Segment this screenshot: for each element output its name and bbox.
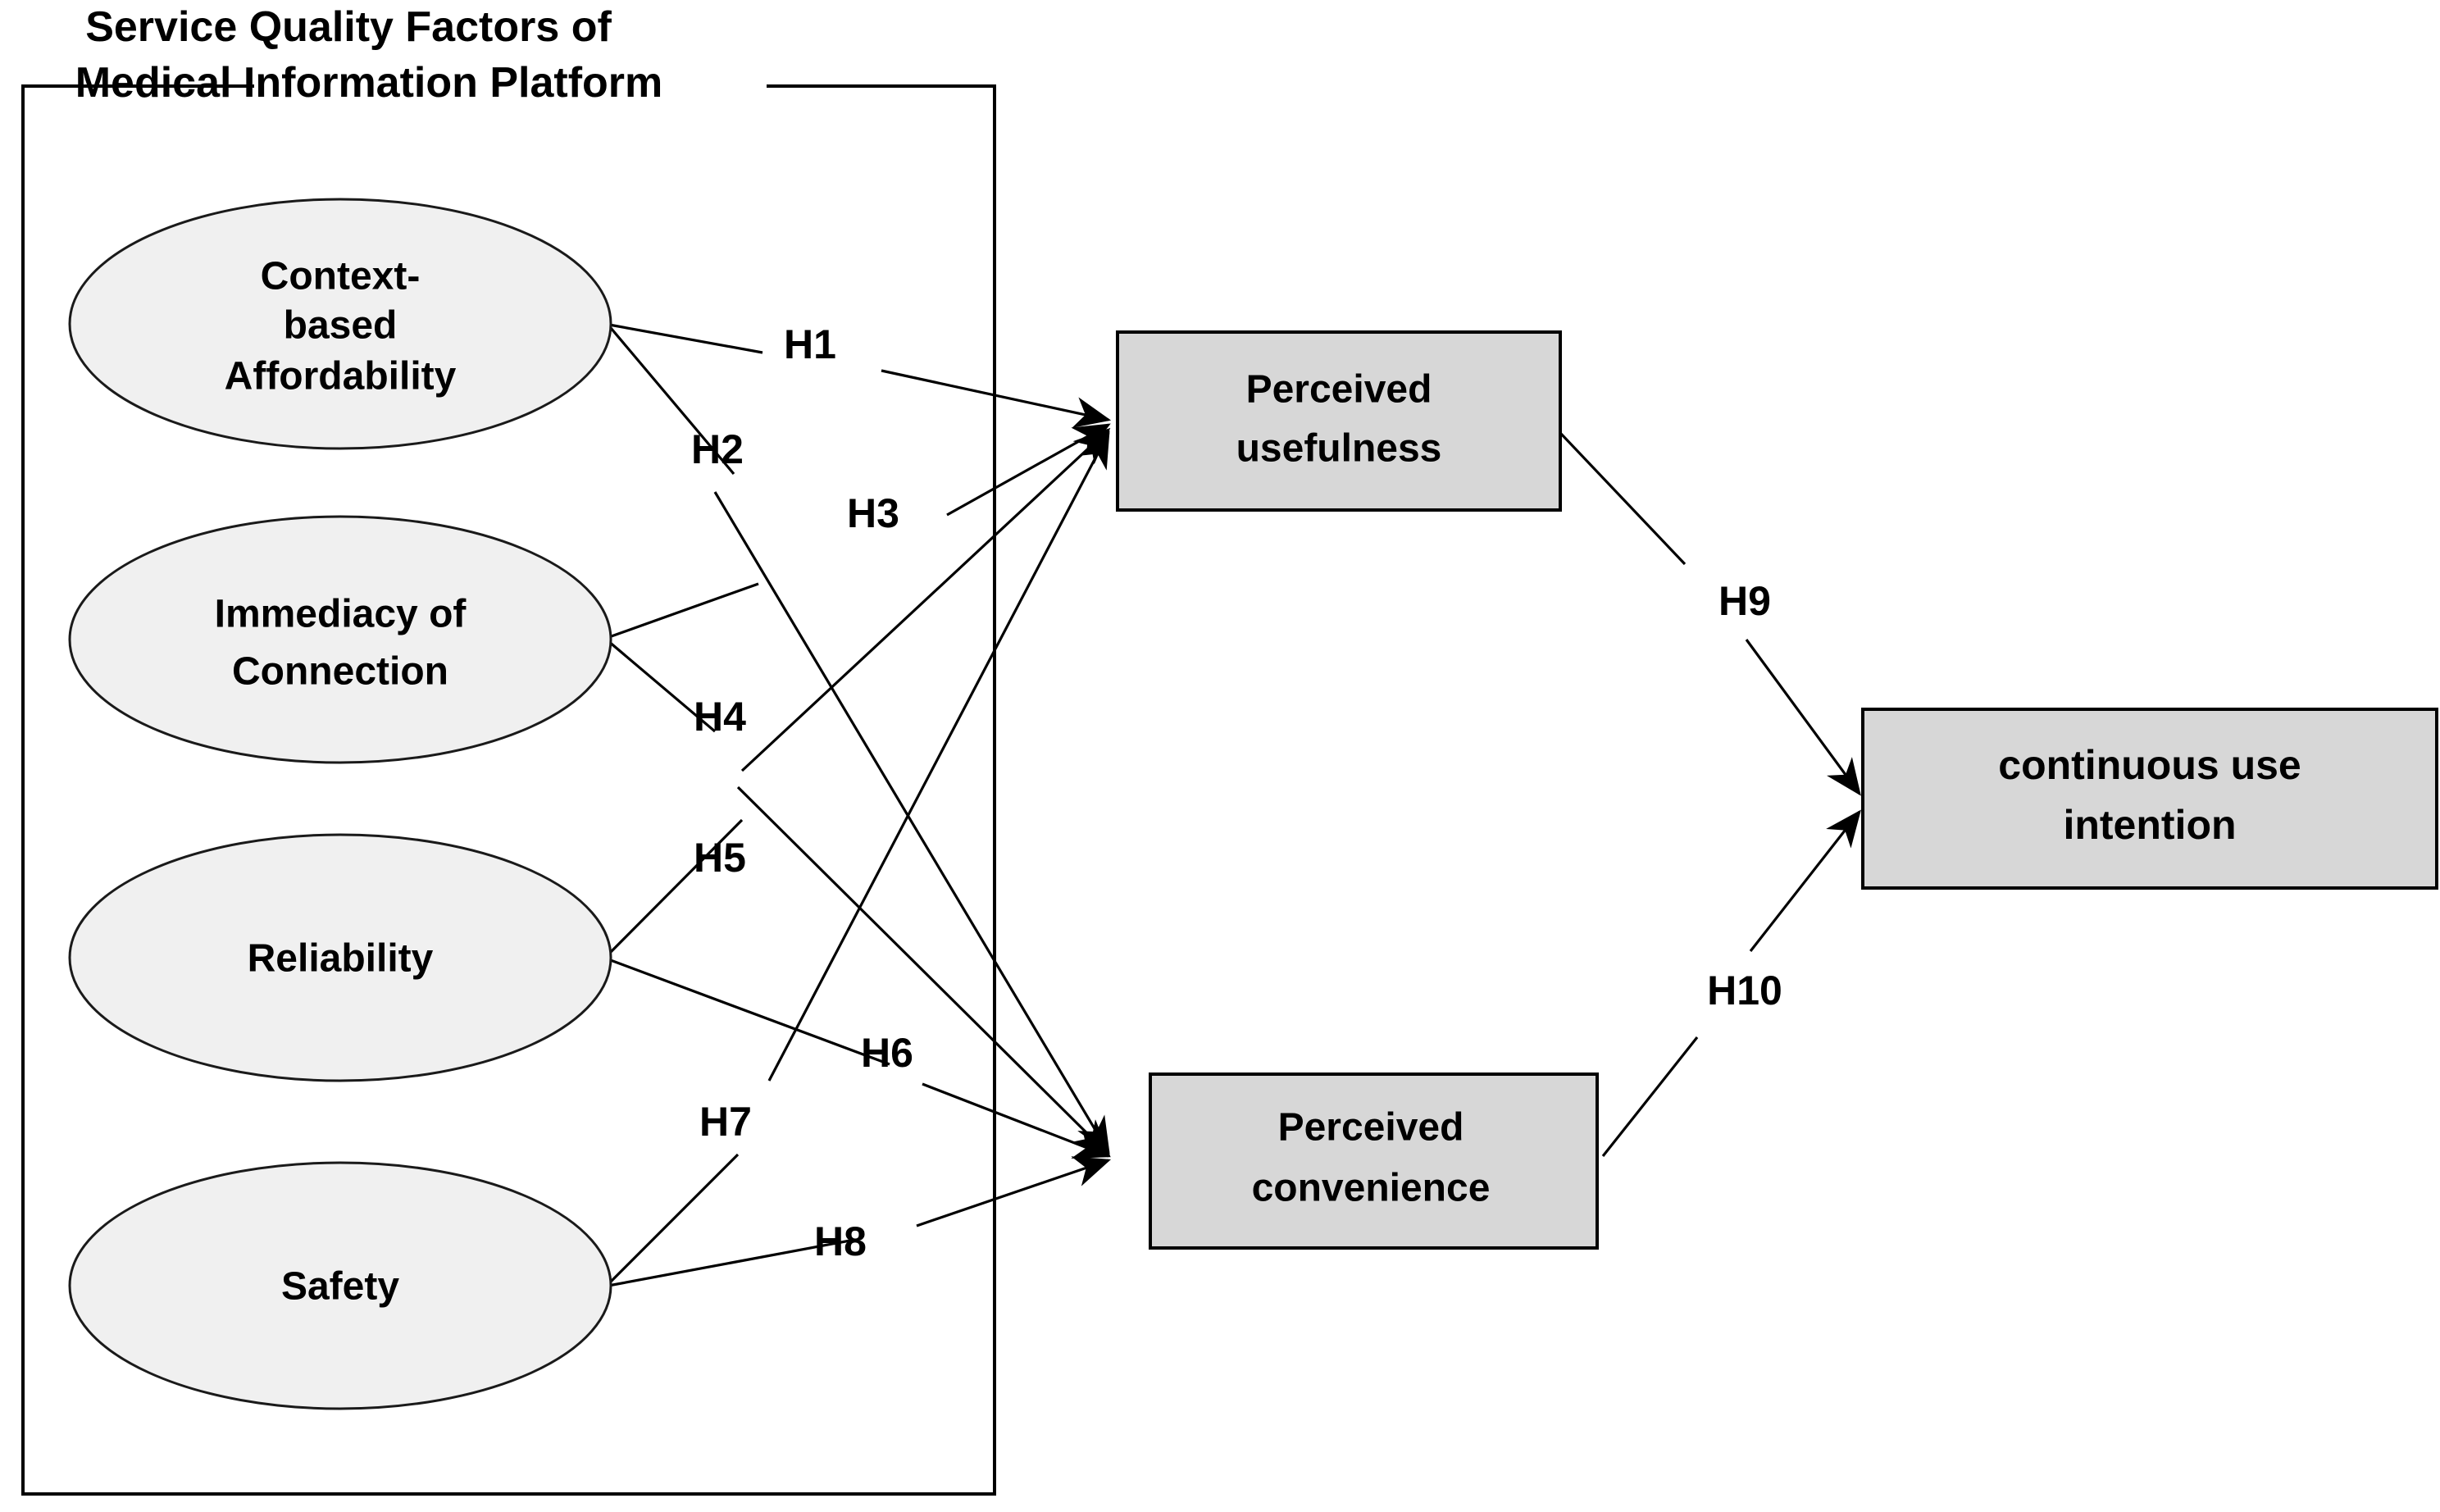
construct-continuous-use-intention[interactable]: continuous use intention: [1861, 708, 2438, 890]
service-quality-group-frame: [21, 84, 996, 1496]
construct-immediacy-of-connection[interactable]: Immediacy of Connection: [68, 515, 612, 764]
construct-label-line-2: based: [284, 304, 398, 348]
hypothesis-label-h9: H9: [1718, 578, 1771, 624]
construct-context-based-affordability[interactable]: Context- based Affordability: [68, 198, 612, 450]
construct-perceived-usefulness[interactable]: Perceived usefulness: [1116, 330, 1562, 512]
construct-safety[interactable]: Safety: [68, 1161, 612, 1410]
link-h6: [608, 958, 1111, 1159]
construct-reliability[interactable]: Reliability: [68, 833, 612, 1082]
construct-label-line-2: convenience: [1252, 1167, 1491, 1210]
construct-label-line-1: Reliability: [248, 937, 434, 981]
construct-label-line-1: Immediacy of: [215, 593, 467, 636]
hypothesis-label-h2: H2: [691, 426, 744, 472]
link-h2: [609, 326, 1110, 1154]
link-h1: [608, 323, 1112, 428]
group-title-line-2: Medical Information Platform: [75, 59, 663, 107]
construct-label-line-2: Connection: [232, 650, 448, 694]
hypothesis-label-h6: H6: [861, 1030, 913, 1076]
link-h4: [607, 640, 1111, 1157]
construct-label-line-1: continuous use: [1998, 742, 2301, 788]
hypothesis-label-h10: H10: [1707, 968, 1782, 1013]
construct-perceived-convenience[interactable]: Perceived convenience: [1149, 1073, 1599, 1250]
link-h10: [1601, 809, 1861, 1157]
construct-label-line-2: intention: [2063, 802, 2236, 848]
construct-label-line-1: Safety: [281, 1265, 399, 1309]
hypothesis-label-h4: H4: [694, 694, 746, 740]
hypothesis-label-h7: H7: [699, 1099, 752, 1145]
group-title-line-1: Service Quality Factors of: [85, 3, 612, 51]
hypothesis-label-h5: H5: [694, 835, 746, 881]
construct-label-line-3: Affordability: [225, 355, 457, 398]
link-h7: [605, 430, 1110, 1287]
construct-label-line-1: Perceived: [1246, 368, 1432, 412]
construct-label-line-2: usefulness: [1236, 427, 1442, 471]
hypothesis-label-h1: H1: [784, 321, 836, 367]
link-h8: [608, 1156, 1112, 1287]
link-h9: [1559, 431, 1861, 796]
hypothesis-label-h3: H3: [847, 490, 899, 536]
construct-label-line-1: Context-: [261, 255, 421, 298]
construct-label-line-1: Perceived: [1278, 1106, 1464, 1150]
hypothesis-label-h8: H8: [814, 1218, 867, 1264]
link-h5: [605, 427, 1111, 958]
